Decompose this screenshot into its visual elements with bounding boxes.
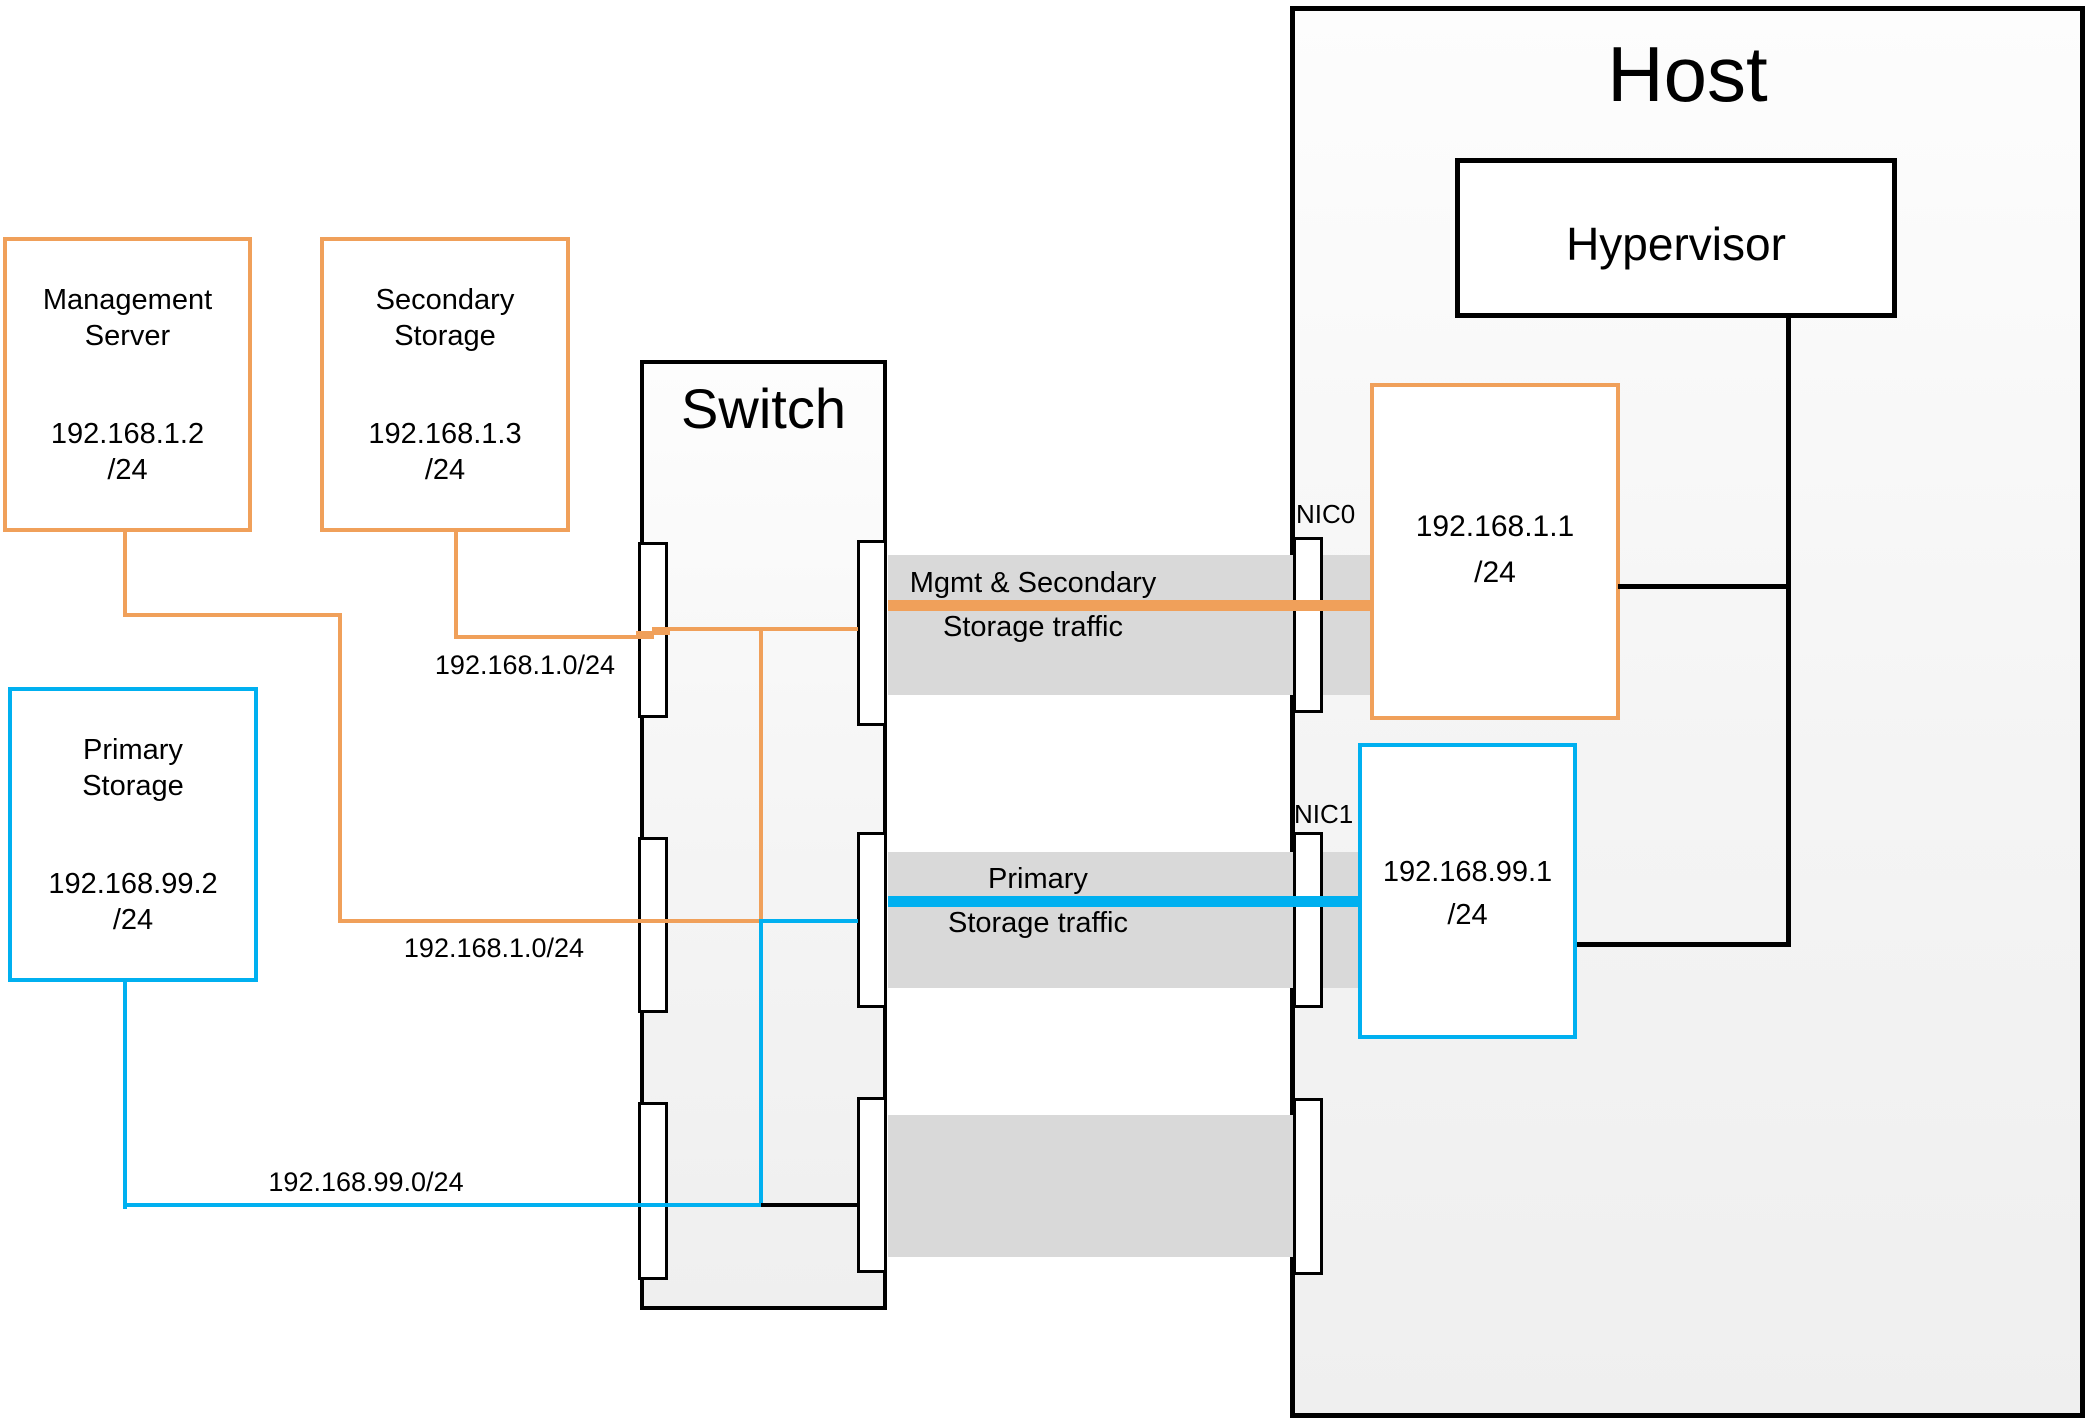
management-server-box: [3, 237, 252, 532]
mgmt-traffic-label-line2: Storage traffic: [942, 611, 1123, 643]
host-nic1-port: [1293, 832, 1323, 1008]
nic0-ip-addr: 192.168.1.1: [1415, 510, 1575, 543]
switch-black-stub: [761, 1203, 857, 1207]
nic1-label: NIC1: [1294, 799, 1354, 829]
primary-link-drop: [123, 982, 127, 1209]
mgmt-link-drop: [123, 532, 127, 617]
switch-title: Switch: [681, 377, 846, 440]
hypervisor-bus: [1786, 316, 1791, 947]
switch-left-port-2: [638, 837, 668, 1013]
nic0-label: NIC0: [1296, 499, 1356, 529]
switch-blue-h: [759, 919, 858, 923]
network-label-secondary: 192.168.1.0/24: [434, 650, 616, 680]
mgmt-traffic-label-line1: Mgmt & Secondary: [909, 567, 1157, 599]
secondary-storage-box: [320, 237, 570, 532]
secondary-link-h2: [652, 627, 858, 631]
nic0-bus-link: [1618, 584, 1788, 589]
hypervisor-box: [1455, 158, 1897, 318]
mgmt-link-h2: [338, 919, 763, 923]
nic0-ip: 192.168.1.1 /24: [1370, 504, 1620, 596]
primary-traffic-label-line2: Storage traffic: [947, 907, 1128, 939]
primary-storage-name: Primary Storage: [8, 732, 258, 804]
nic1-ip-mask: /24: [1447, 899, 1488, 931]
secondary-storage-ip-addr: 192.168.1.3: [368, 418, 522, 450]
management-server-name-line1: Management: [42, 284, 213, 316]
management-server-ip: 192.168.1.2 /24: [3, 416, 252, 488]
primary-storage-name-line2: Storage: [82, 770, 184, 802]
primary-link-h1: [123, 1203, 763, 1207]
network-label-primary: 192.168.99.0/24: [268, 1167, 464, 1197]
switch-right-port-3: [857, 1097, 887, 1273]
mgmt-traffic-line: [888, 600, 1370, 611]
switch-box: [640, 360, 887, 1310]
mgmt-link-h1: [123, 613, 342, 617]
primary-traffic-line: [888, 896, 1358, 907]
management-server-name-line2: Server: [84, 320, 171, 352]
switch-right-port-1: [857, 540, 887, 726]
primary-storage-name-line1: Primary: [83, 734, 183, 766]
secondary-storage-name-line1: Secondary: [375, 284, 515, 316]
management-server-ip-mask: /24: [107, 454, 148, 486]
hypervisor-label: Hypervisor: [1566, 218, 1786, 270]
nic0-box: [1370, 383, 1620, 720]
traffic-band-mgmt: [888, 555, 1370, 695]
secondary-storage-name-line2: Storage: [394, 320, 496, 352]
secondary-link-drop: [454, 532, 458, 639]
primary-storage-box: [8, 687, 258, 982]
primary-traffic-label-line1: Primary: [988, 863, 1088, 895]
nic1-bus-link: [1577, 942, 1788, 947]
nic1-box: [1358, 743, 1577, 1039]
mgmt-link-port-cross: [636, 919, 670, 923]
network-label-management: 192.168.1.0/24: [403, 933, 585, 963]
secondary-storage-ip: 192.168.1.3 /24: [320, 416, 570, 488]
primary-storage-ip-addr: 192.168.99.2: [48, 868, 218, 900]
management-server-name: Management Server: [3, 282, 252, 354]
traffic-band-primary: [888, 852, 1358, 988]
secondary-link-port-cross: [636, 631, 670, 635]
mgmt-link-v2: [338, 613, 342, 923]
traffic-band-unused: [888, 1115, 1293, 1257]
primary-link-port-cross: [636, 1203, 670, 1207]
host-spare-port: [1293, 1098, 1323, 1275]
primary-storage-ip: 192.168.99.2 /24: [8, 866, 258, 938]
primary-storage-ip-mask: /24: [112, 904, 154, 936]
switch-blue-riser: [759, 921, 763, 1207]
secondary-link-h1: [454, 635, 654, 639]
switch-right-port-2: [857, 832, 887, 1008]
host-nic0-port: [1293, 537, 1323, 713]
management-server-ip-addr: 192.168.1.2: [50, 418, 205, 450]
secondary-storage-name: Secondary Storage: [320, 282, 570, 354]
host-title: Host: [1607, 30, 1768, 118]
nic0-ip-mask: /24: [1474, 556, 1516, 589]
nic1-ip: 192.168.99.1 /24: [1358, 851, 1577, 937]
switch-orange-riser: [759, 627, 763, 923]
secondary-storage-ip-mask: /24: [424, 454, 466, 486]
nic1-ip-addr: 192.168.99.1: [1382, 856, 1553, 888]
switch-left-port-3: [638, 1102, 668, 1280]
